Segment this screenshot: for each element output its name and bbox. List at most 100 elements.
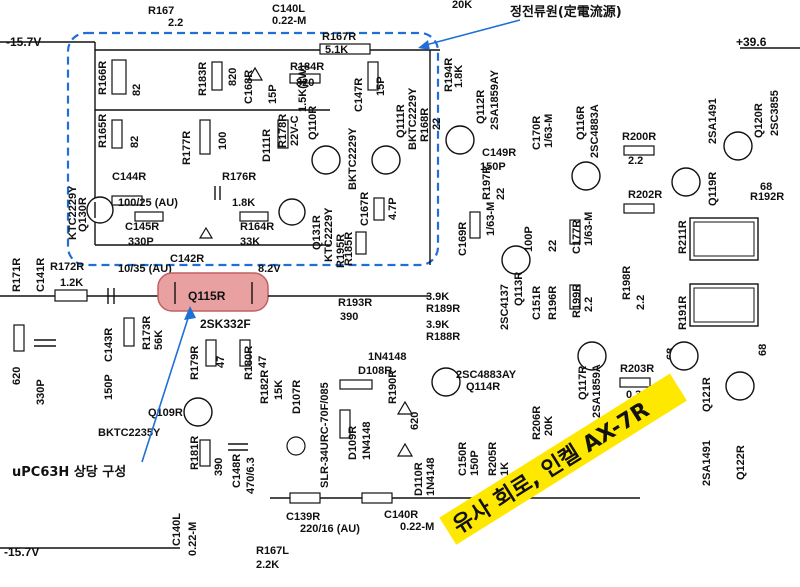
svg-text:R194R: R194R xyxy=(443,58,455,92)
svg-text:R199R: R199R xyxy=(571,284,583,318)
svg-text:100P: 100P xyxy=(523,226,535,252)
r178r: R167R 5.1K xyxy=(319,31,371,56)
r196r: C177R 1/63-M xyxy=(569,212,595,254)
svg-text:Q120R: Q120R xyxy=(753,103,765,138)
svg-text:KTC2229Y: KTC2229Y xyxy=(67,185,79,240)
svg-text:2SA1491: 2SA1491 xyxy=(707,98,719,144)
svg-text:22: 22 xyxy=(495,188,507,200)
transistor-q117r: Q117R 2SA1859A xyxy=(577,341,607,418)
svg-text:R177R: R177R xyxy=(181,131,193,165)
r190r: R194R 1.8K xyxy=(443,58,465,92)
svg-text:R173R: R173R xyxy=(141,316,153,350)
svg-text:Q111R: Q111R xyxy=(395,104,407,138)
svg-text:R189R: R189R xyxy=(426,303,460,315)
svg-text:2.2: 2.2 xyxy=(635,295,647,310)
svg-text:BKTC2235Y: BKTC2235Y xyxy=(98,427,161,439)
svg-text:C140L: C140L xyxy=(171,513,183,546)
c167r: R193R 390 xyxy=(338,297,372,323)
svg-text:2SK332F: 2SK332F xyxy=(200,317,251,331)
transistor-q120r: 2SA1491 Q120R 2SC3855 xyxy=(707,90,781,161)
c140l-label: C140L xyxy=(272,3,305,15)
svg-text:3.9K: 3.9K xyxy=(426,319,449,331)
r180r: R180R 47 xyxy=(239,339,269,380)
svg-text:R183R: R183R xyxy=(197,62,209,96)
svg-text:C148R: C148R xyxy=(231,454,243,488)
r185r-label: R195R xyxy=(335,234,347,268)
svg-text:R164R: R164R xyxy=(240,221,274,233)
r173r: R173R 56K xyxy=(123,316,165,350)
svg-text:22: 22 xyxy=(431,118,443,130)
svg-text:1N4148: 1N4148 xyxy=(425,457,437,496)
svg-text:Q115R: Q115R xyxy=(188,289,226,303)
svg-text:R167R: R167R xyxy=(322,31,356,43)
svg-text:820: 820 xyxy=(227,68,239,86)
q115r-bias-voltage: 8.2V xyxy=(258,263,281,275)
r205r: C139R 220/16 (AU) xyxy=(286,492,360,535)
svg-text:R211R: R211R xyxy=(677,220,689,254)
r184r: C147R 15P xyxy=(353,61,387,112)
c141r: C141R 330P xyxy=(34,258,56,405)
svg-text:33K: 33K xyxy=(240,236,260,248)
svg-text:R168R: R168R xyxy=(419,108,431,142)
svg-text:R200R: R200R xyxy=(622,131,656,143)
svg-text:R202R: R202R xyxy=(628,189,662,201)
svg-text:1.5K(1W): 1.5K(1W) xyxy=(297,65,309,112)
r168r: C167R 4.7P xyxy=(359,192,399,226)
rail-neg-bottom: -15.7V xyxy=(4,545,39,559)
r167-top-value: 2.2 xyxy=(168,17,183,29)
svg-text:2SC4137: 2SC4137 xyxy=(499,284,511,330)
c170r: R196R 22 xyxy=(547,240,559,320)
svg-text:R171R: R171R xyxy=(11,258,23,292)
transistor-q131r: Q131R KTC2229Y xyxy=(278,198,335,262)
transistor-q121r: Q121R xyxy=(669,341,713,412)
c151r: R197R 22 xyxy=(481,166,507,200)
transistor-q110r: Q110R BKTC2229Y xyxy=(307,106,359,190)
svg-text:R193R: R193R xyxy=(338,297,372,309)
r211r: R192R 68 xyxy=(750,181,784,203)
svg-text:1K: 1K xyxy=(499,462,511,476)
r176r: D111R 22V-C xyxy=(261,115,301,162)
svg-text:C139R: C139R xyxy=(286,511,320,523)
svg-text:R197R: R197R xyxy=(481,166,493,200)
svg-text:1.2K: 1.2K xyxy=(60,277,83,289)
svg-text:정전류원(定電流源): 정전류원(定電流源) xyxy=(510,4,622,20)
svg-text:R180R: R180R xyxy=(243,346,255,380)
svg-text:1/63-M: 1/63-M xyxy=(543,114,555,148)
r203r: R191R 68 68 xyxy=(665,283,769,360)
d108r: R190R 620 xyxy=(387,370,421,430)
upc63h-annotation: uPC63H 상당 구성 xyxy=(12,306,196,480)
c140l-value: 0.22-M xyxy=(272,15,306,27)
svg-text:22V-C: 22V-C xyxy=(289,115,301,146)
svg-text:R203R: R203R xyxy=(620,363,654,375)
r172r: R172R 1.2K xyxy=(50,261,88,302)
svg-text:820: 820 xyxy=(296,77,314,89)
svg-text:R206R: R206R xyxy=(531,406,543,440)
r182r: R182R 15K xyxy=(259,370,285,404)
svg-text:390: 390 xyxy=(340,311,358,323)
ccs-annotation: 정전류원(定電流源) xyxy=(418,4,622,50)
svg-text:D109R: D109R xyxy=(347,426,359,460)
r171r: R171R 620 xyxy=(11,258,25,385)
r202r: R211R xyxy=(677,217,759,261)
svg-text:68: 68 xyxy=(757,344,769,356)
svg-text:2SC4883A: 2SC4883A xyxy=(589,104,601,158)
svg-text:5.1K: 5.1K xyxy=(325,44,348,56)
svg-text:R165R: R165R xyxy=(97,114,109,148)
svg-text:150P: 150P xyxy=(480,161,506,173)
svg-text:R191R: R191R xyxy=(677,296,689,330)
svg-text:2SC4883AY: 2SC4883AY xyxy=(456,369,517,381)
svg-text:R198R: R198R xyxy=(621,266,633,300)
r198r: R202R xyxy=(623,189,662,214)
c147r: R168R 22 xyxy=(419,108,443,142)
ccs-dashed-box xyxy=(66,31,440,267)
r167-top-label: R167 xyxy=(148,5,174,17)
svg-text:SLR-34URC-70F/085: SLR-34URC-70F/085 xyxy=(319,382,331,488)
svg-text:1.8K: 1.8K xyxy=(232,197,255,209)
svg-text:330P: 330P xyxy=(128,236,154,248)
r191r: C150R 150P xyxy=(457,442,481,476)
svg-text:0.22-M: 0.22-M xyxy=(187,522,199,556)
svg-text:2.2: 2.2 xyxy=(583,297,595,312)
c150r: R206R 20K xyxy=(531,406,555,440)
r181r: R181R 390 xyxy=(189,436,225,476)
